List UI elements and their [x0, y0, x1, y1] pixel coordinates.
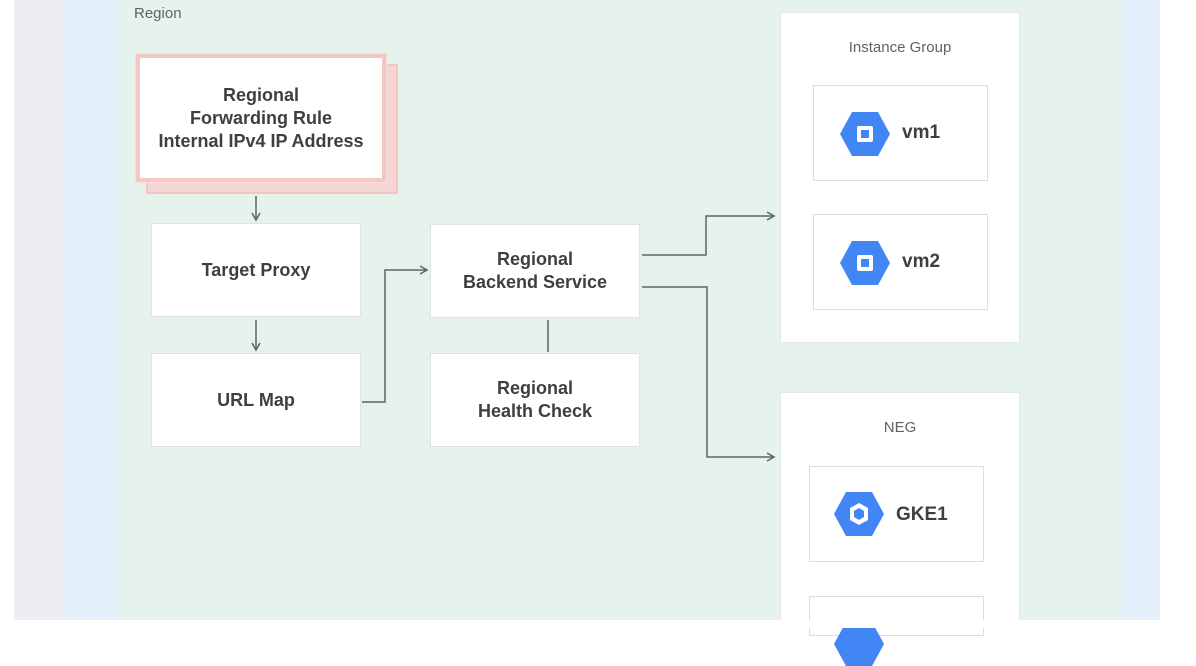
gke1-node[interactable]: GKE1 [809, 466, 984, 562]
compute-engine-icon [840, 241, 890, 285]
arrow-backend-to-instance-group [642, 211, 776, 256]
forwarding-rule-label: Regional Forwarding Rule Internal IPv4 I… [158, 84, 364, 151]
region-label: Region [134, 5, 182, 22]
bottom-edge [0, 620, 1196, 628]
target-proxy-box[interactable]: Target Proxy [151, 223, 361, 317]
gke-icon [834, 622, 884, 666]
health-check-box[interactable]: Regional Health Check [430, 353, 640, 447]
gke-icon [834, 492, 884, 536]
compute-engine-icon [840, 112, 890, 156]
connector-lines [251, 196, 776, 462]
url-map-box[interactable]: URL Map [151, 353, 361, 447]
arrow-backend-to-neg [642, 286, 776, 462]
url-map-label: URL Map [217, 389, 295, 410]
vm2-node[interactable]: vm2 [813, 214, 988, 310]
vm1-node[interactable]: vm1 [813, 85, 988, 181]
target-proxy-label: Target Proxy [201, 259, 311, 280]
backend-service-label: Regional Backend Service [462, 249, 608, 292]
arrow-urlmap-to-backend [362, 265, 429, 403]
gke1-label: GKE1 [896, 504, 948, 525]
vm1-label: vm1 [902, 122, 941, 143]
vm2-label: vm2 [902, 251, 941, 272]
forwarding-rule-box[interactable]: Regional Forwarding Rule Internal IPv4 I… [136, 54, 386, 182]
neg-title: NEG [883, 419, 917, 436]
health-check-label: Regional Health Check [477, 378, 593, 421]
instance-group-title: Instance Group [848, 39, 952, 56]
backend-service-box[interactable]: Regional Backend Service [430, 224, 640, 318]
